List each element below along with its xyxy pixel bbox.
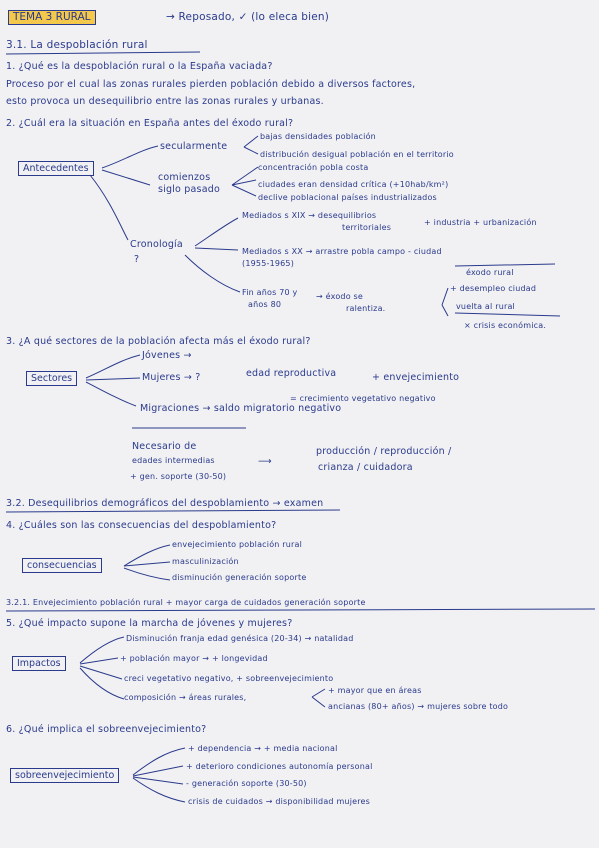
consecuencias-box: consecuencias	[22, 558, 102, 573]
sector-edad-reproductiva: edad reproductiva	[246, 368, 337, 379]
cronologia-2-line-3: éxodo rural	[466, 268, 514, 277]
necesario-line-2: edades intermedias	[132, 456, 215, 465]
sobreenvejecimiento-box: sobreenvejecimiento	[10, 768, 120, 783]
secularmente-item-1: bajas densidades población	[260, 132, 376, 141]
question-4: 4. ¿Cuáles son las consecuencias del des…	[6, 520, 277, 531]
impacto-4a: composición → áreas rurales,	[124, 693, 247, 702]
secularmente-item-2: distribución desigual población en el te…	[260, 150, 454, 159]
secularmente-label: secularmente	[160, 141, 228, 152]
consecuencia-1: envejecimiento población rural	[172, 540, 303, 549]
cronologia-1-line-3: + industria + urbanización	[424, 218, 537, 227]
cronologia-2-line-1: Mediados s XX → arrastre pobla campo - c…	[242, 247, 442, 256]
cronologia-1-line-1: Mediados s XIX → desequilibrios	[242, 211, 377, 220]
impacto-2: + población mayor → + longevidad	[120, 654, 268, 663]
question-1: 1. ¿Qué es la despoblación rural o la Es…	[6, 61, 273, 72]
sector-migraciones: Migraciones → saldo migratorio negativo	[140, 403, 342, 414]
necesario-line-3: + gen. soporte (30-50)	[130, 472, 227, 481]
answer-1-line-1: Proceso por el cual las zonas rurales pi…	[6, 79, 416, 90]
topic-title-note: → Reposado, ✓ (lo eleca bien)	[166, 11, 330, 23]
sector-crecimiento: = crecimiento vegetativo negativo	[290, 394, 436, 403]
sobreenvejecimiento-item-1: + dependencia → + media nacional	[188, 744, 338, 753]
consecuencia-3: disminución generación soporte	[172, 573, 307, 582]
section-heading-3-1: 3.1. La despoblación rural	[6, 39, 148, 51]
sobreenvejecimiento-item-3: - generación soporte (30-50)	[186, 779, 307, 788]
sector-jovenes: Jóvenes →	[142, 350, 192, 361]
impacto-4c: ancianas (80+ años) → mujeres sobre todo	[328, 702, 509, 711]
impacto-4b: + mayor que en áreas	[328, 686, 422, 695]
sobreenvejecimiento-item-2: + deterioro condiciones autonomía person…	[186, 762, 373, 771]
section-heading-3-2: 3.2. Desequilibrios demográficos del des…	[6, 498, 324, 509]
cronologia-label: Cronología	[130, 239, 183, 250]
comienzos-item-3: declive poblacional países industrializa…	[258, 193, 437, 202]
cronologia-1-line-2: territoriales	[342, 223, 392, 232]
impacto-1: Disminución franja edad genésica (20-34)…	[126, 634, 354, 643]
cronologia-3-line-4: ralentiza.	[346, 304, 386, 313]
cronologia-question-mark: ?	[134, 254, 140, 265]
question-6: 6. ¿Qué implica el sobreenvejecimiento?	[6, 724, 207, 735]
question-5: 5. ¿Qué impacto supone la marcha de jóve…	[6, 618, 293, 629]
sector-mujeres: Mujeres → ?	[142, 372, 201, 383]
comienzos-label-2: siglo pasado	[158, 184, 220, 195]
cronologia-3-line-6: vuelta al rural	[456, 302, 515, 311]
topic-title-box: TEMA 3 RURAL	[8, 10, 96, 25]
produccion-line-1: producción / reproducción /	[316, 446, 452, 457]
question-2: 2. ¿Cuál era la situación en España ante…	[6, 118, 294, 129]
question-3: 3. ¿A qué sectores de la población afect…	[6, 336, 311, 347]
arrow-icon: ⟶	[258, 456, 272, 467]
cronologia-2-line-2: (1955-1965)	[242, 259, 295, 268]
impacto-3: creci vegetativo negativo, + sobreenveje…	[124, 674, 334, 683]
section-heading-3-2-1: 3.2.1. Envejecimiento población rural + …	[6, 598, 366, 607]
comienzos-item-2: ciudades eran densidad crítica (+10hab/k…	[258, 180, 449, 189]
cronologia-3-line-7: × crisis económica.	[464, 321, 547, 330]
produccion-line-2: crianza / cuidadora	[318, 462, 413, 473]
comienzos-label-1: comienzos	[158, 172, 211, 183]
sobreenvejecimiento-item-4: crisis de cuidados → disponibilidad muje…	[188, 797, 371, 806]
cronologia-3-line-2: años 80	[248, 300, 282, 309]
comienzos-item-1: concentración pobla costa	[258, 163, 369, 172]
sector-envejecimiento: + envejecimiento	[372, 372, 460, 383]
cronologia-3-line-5: + desempleo ciudad	[450, 284, 537, 293]
consecuencia-2: masculinización	[172, 557, 239, 566]
impactos-box: Impactos	[12, 656, 66, 671]
sectores-box: Sectores	[26, 371, 78, 386]
cronologia-3-line-1: Fin años 70 y	[242, 288, 298, 297]
cronologia-3-line-3: → éxodo se	[316, 292, 364, 301]
answer-1-line-2: esto provoca un desequilibrio entre las …	[6, 96, 324, 107]
necesario-line-1: Necesario de	[132, 441, 197, 452]
antecedentes-box: Antecedentes	[18, 161, 94, 176]
